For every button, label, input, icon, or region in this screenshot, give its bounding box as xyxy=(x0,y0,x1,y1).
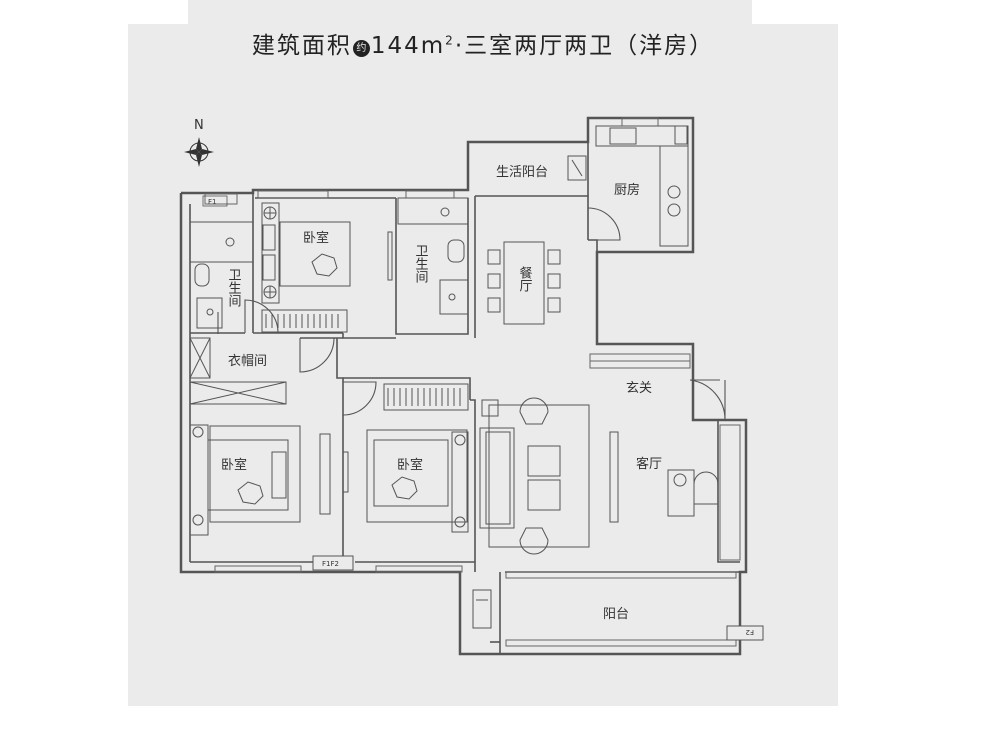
label-bathroom-west: 卫生间 xyxy=(226,268,242,307)
label-dining-room: 餐厅 xyxy=(517,265,533,292)
label-utility-balcony: 生活阳台 xyxy=(496,165,548,180)
bedroom-north-furniture xyxy=(261,202,393,333)
title-prefix: 建筑面积 xyxy=(251,33,352,59)
bathroom-west-fixtures xyxy=(189,221,254,329)
tag-f1f2: F1F2 xyxy=(322,560,339,568)
area-number: 144m xyxy=(370,33,446,59)
dining-furniture xyxy=(487,241,561,325)
floorplan-sheet xyxy=(128,24,838,706)
living-furniture xyxy=(479,397,719,555)
label-foyer: 玄关 xyxy=(626,381,652,396)
label-bedroom-middle: 卧室 xyxy=(397,457,423,473)
tag-f1: F1 xyxy=(208,198,216,206)
label-bathroom-middle: 卫生间 xyxy=(413,244,429,283)
bathroom-middle-fixtures xyxy=(397,197,469,315)
approx-badge: 约 xyxy=(352,40,370,57)
bedroom-middle-furniture xyxy=(342,383,469,533)
label-balcony: 阳台 xyxy=(603,607,629,622)
label-bedroom-north: 卧室 xyxy=(303,230,329,246)
label-living-room: 客厅 xyxy=(636,456,662,472)
label-cloakroom: 衣帽间 xyxy=(228,353,267,369)
utility-balcony-fixtures xyxy=(567,155,587,181)
cloakroom-furniture xyxy=(189,337,287,405)
bedroom-west-furniture xyxy=(189,424,331,536)
balcony-fixtures xyxy=(472,589,492,629)
label-kitchen: 厨房 xyxy=(614,182,640,198)
title-suffix: ·三室两厅两卫（洋房） xyxy=(454,33,715,59)
tag-f2: F2 xyxy=(746,628,754,636)
kitchen-fixtures xyxy=(595,125,689,247)
top-paper-tab xyxy=(188,0,752,24)
unit-tags: F1 F1F2 F2 xyxy=(202,195,764,641)
room-labels: 卧室 生活阳台 厨房 衣帽间 卧室 卧室 玄关 客厅 阳台 卫生间 卫生间 餐厅 xyxy=(221,165,662,622)
label-bedroom-west: 卧室 xyxy=(221,457,247,473)
area-unit-sup: 2 xyxy=(445,33,455,48)
compass-icon: N xyxy=(184,118,214,167)
compass-north-label: N xyxy=(194,118,204,133)
doors xyxy=(217,207,726,421)
